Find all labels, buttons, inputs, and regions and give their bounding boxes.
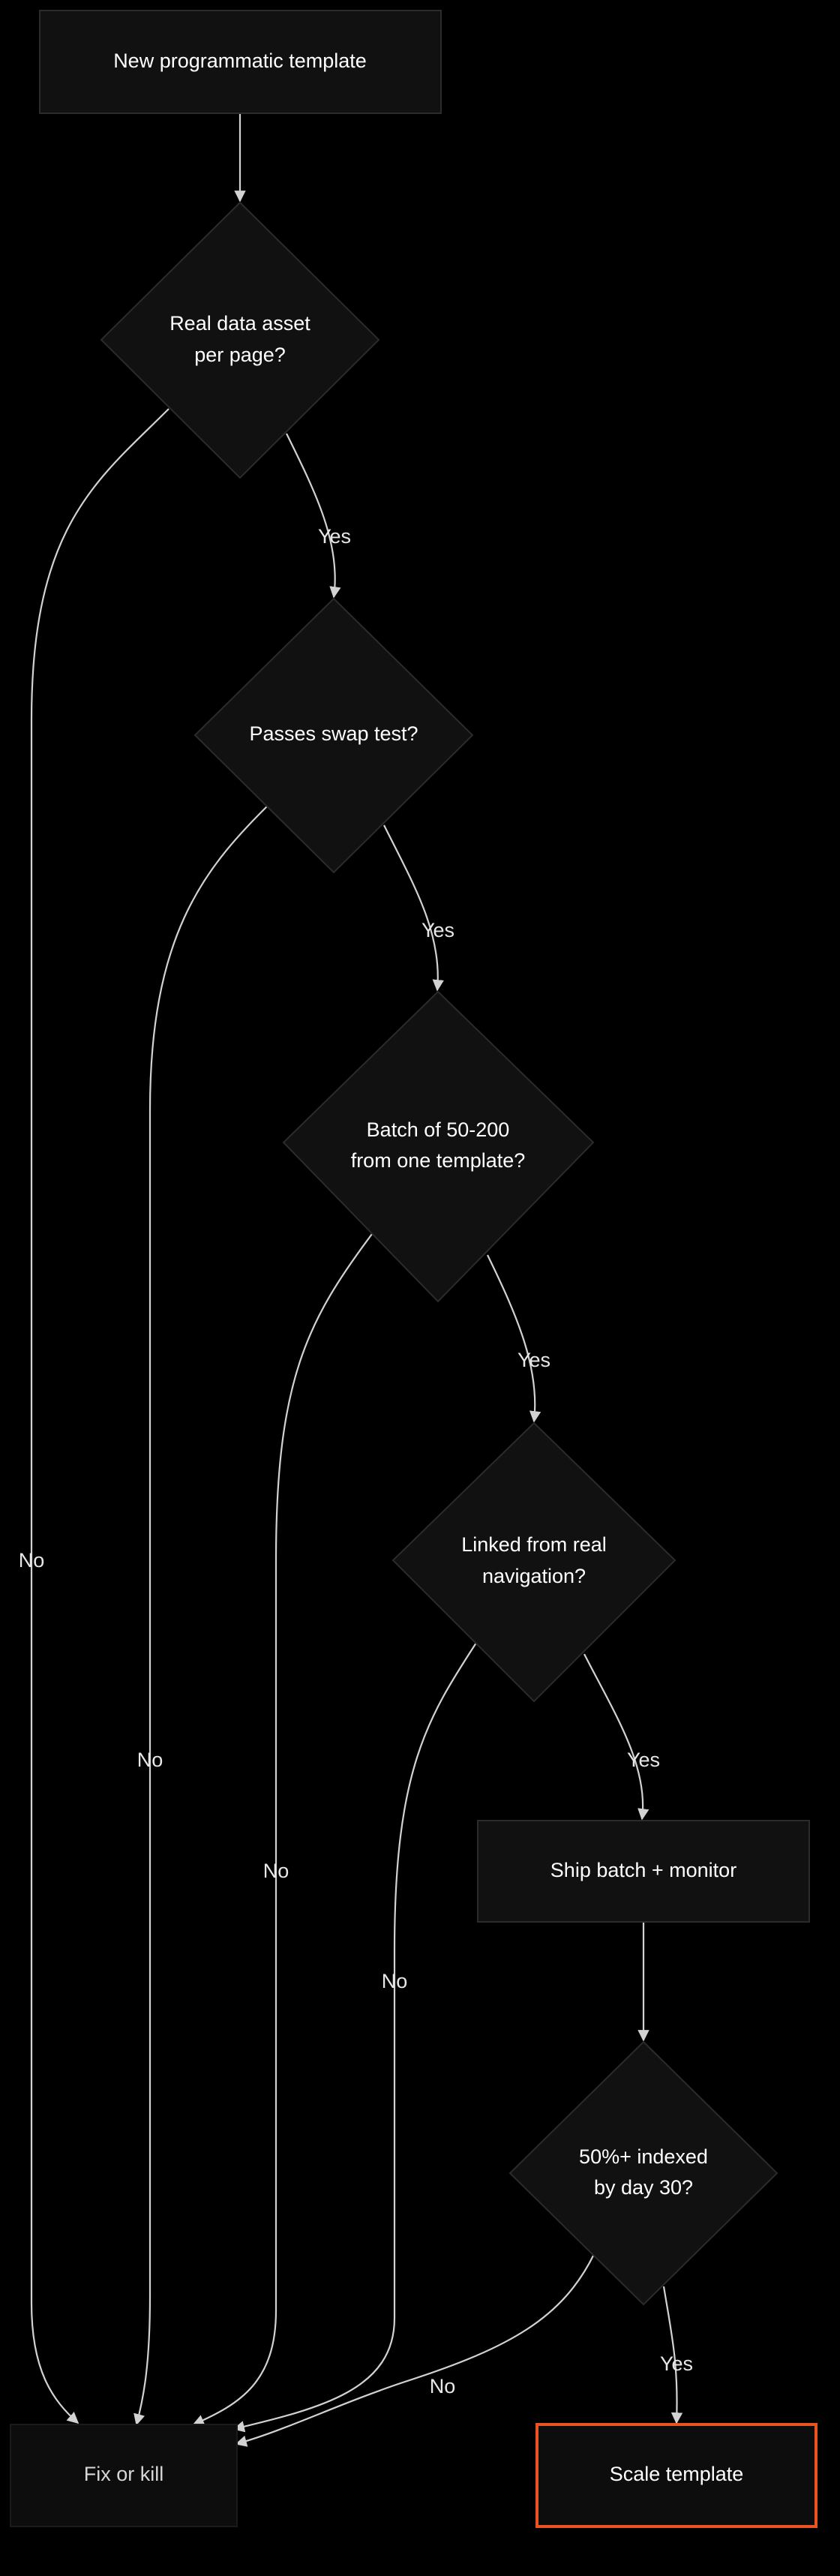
node-linked-line2: navigation?	[482, 1565, 586, 1587]
node-linked-line1: Linked from real	[461, 1533, 607, 1556]
node-fix-label: Fix or kill	[84, 2463, 164, 2485]
node-real-data-line2: per page?	[194, 344, 286, 366]
edge-label-yes-1: Yes	[318, 525, 351, 548]
edge-indexed-to-scale-yes	[662, 2286, 683, 2424]
edge-batch-to-linked-yes	[487, 1254, 542, 1423]
node-scale-label: Scale template	[610, 2463, 744, 2485]
node-ship: Ship batch + monitor	[477, 1820, 810, 1923]
node-scale-template: Scale template	[536, 2423, 818, 2528]
node-start-box	[39, 10, 442, 114]
node-real-data-decision: Real data asset per page?	[100, 201, 380, 479]
node-swap-test-diamond	[194, 597, 474, 874]
edge-real-data-to-fix-no	[30, 408, 170, 2424]
node-swap-test-label: Passes swap test?	[249, 722, 418, 745]
node-batch-line1: Batch of 50-200	[367, 1118, 510, 1141]
node-linked-decision: Linked from real navigation?	[392, 1422, 676, 1703]
node-batch-line2: from one template?	[351, 1149, 526, 1172]
node-batch-decision: Batch of 50-200 from one template?	[282, 990, 595, 1303]
node-start: New programmatic template	[39, 10, 442, 114]
node-start-label: New programmatic template	[113, 50, 367, 72]
node-real-data-diamond	[100, 201, 380, 479]
node-fix-or-kill: Fix or kill	[10, 2424, 238, 2527]
edge-swap-to-fix-no	[134, 806, 268, 2426]
edge-label-no-4: No	[382, 1970, 408, 1992]
edge-swap-to-batch-yes	[383, 824, 444, 992]
edge-linked-to-fix-no	[232, 1642, 477, 2433]
edge-indexed-to-fix-no	[235, 2253, 595, 2447]
edge-batch-to-fix-no	[192, 1233, 373, 2426]
edge-label-yes-3: Yes	[518, 1349, 550, 1371]
edge-label-no-1: No	[19, 1549, 45, 1572]
node-real-data-line1: Real data asset	[170, 312, 310, 335]
edge-label-yes-5: Yes	[660, 2352, 693, 2375]
edge-linked-to-ship-yes	[584, 1653, 650, 1821]
node-scale-box	[536, 2423, 818, 2528]
node-indexed-decision: 50%+ indexed by day 30?	[508, 2040, 778, 2306]
edges	[30, 114, 683, 2447]
node-indexed-diamond	[508, 2040, 778, 2306]
edge-label-no-5: No	[430, 2375, 456, 2397]
node-indexed-line1: 50%+ indexed	[579, 2145, 708, 2168]
edge-label-yes-4: Yes	[627, 1749, 660, 1771]
edge-label-yes-2: Yes	[422, 919, 454, 941]
node-fix-box	[10, 2424, 238, 2527]
edge-labels: Yes Yes Yes Yes Yes No No No No No	[19, 525, 693, 2397]
node-ship-label: Ship batch + monitor	[550, 1859, 736, 1881]
edge-label-no-2: No	[137, 1749, 164, 1771]
node-linked-diamond	[392, 1422, 676, 1703]
node-ship-box	[477, 1820, 810, 1923]
node-batch-diamond	[282, 990, 595, 1303]
node-swap-test-decision: Passes swap test?	[194, 597, 474, 874]
edge-real-data-to-swap-yes	[286, 433, 341, 599]
edge-label-no-3: No	[263, 1860, 290, 1882]
node-indexed-line2: by day 30?	[594, 2176, 693, 2199]
